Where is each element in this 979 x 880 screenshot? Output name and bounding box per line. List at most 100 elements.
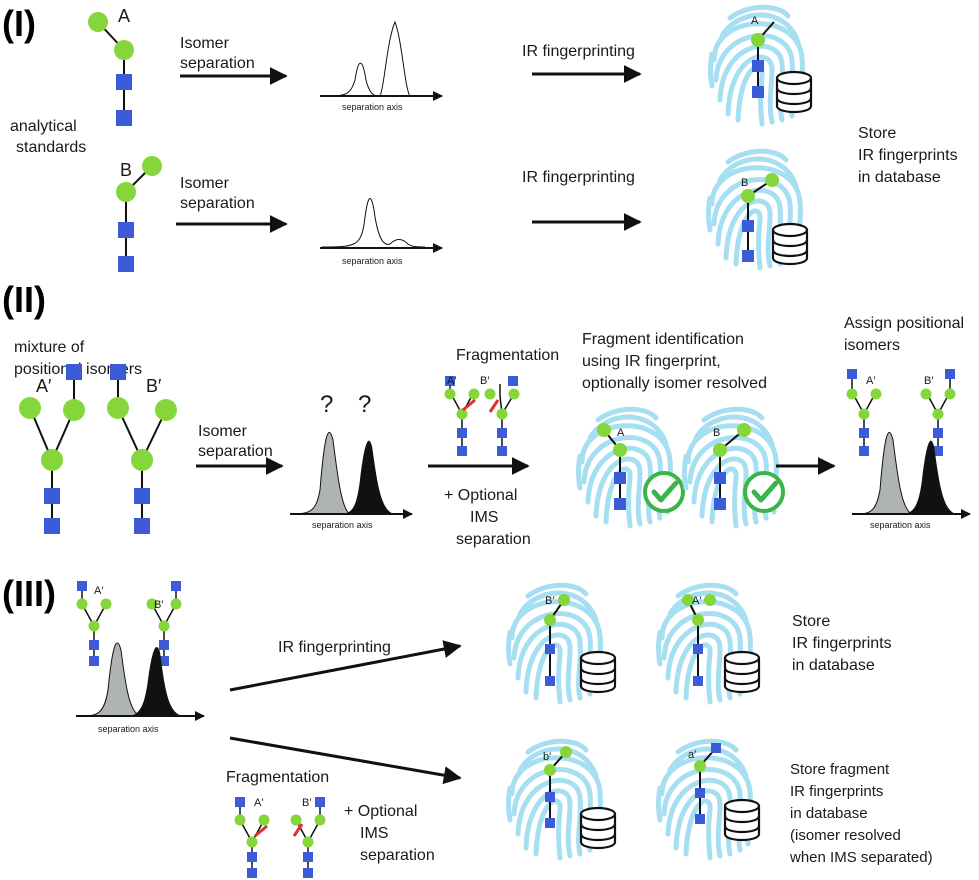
database-icon — [771, 222, 809, 266]
fragment-a-prime: A′ — [444, 375, 480, 456]
assign-b-label: B′ — [924, 375, 933, 387]
section-three-label: (III) — [2, 573, 56, 614]
optional-label-3: separation — [456, 531, 531, 548]
galactose-icon — [142, 156, 162, 176]
axis-label: separation axis — [98, 724, 159, 734]
section-three: (III) A′ B′ — [2, 573, 933, 878]
isomer-sep-label-a2: separation — [180, 55, 255, 72]
arrow-top — [229, 640, 462, 692]
section-two: (II) mixture of positional isomers A′ — [2, 279, 971, 548]
section-two-label: (II) — [2, 279, 46, 320]
store-bot-label-2: IR fingerprints — [790, 783, 883, 800]
assign-label-1: Assign positional — [844, 315, 964, 332]
frag-b-small-label: B′ — [302, 797, 311, 809]
chromatogram-a: separation axis — [320, 20, 443, 112]
fingerprint-top-2: A′ — [659, 585, 761, 702]
store-top-label-3: in database — [792, 657, 875, 674]
assign-label-2: isomers — [844, 337, 900, 354]
axis-label: separation axis — [870, 520, 931, 530]
isomer-sep-label-b1: Isomer — [180, 175, 230, 192]
assigned-b-prime: B′ — [920, 369, 956, 456]
isomer-sep-label-b2: separation — [180, 195, 255, 212]
check-icon — [645, 473, 683, 511]
database-icon — [579, 806, 617, 850]
store-bot-label-1: Store fragment — [790, 761, 890, 778]
question-mark: ? — [320, 391, 333, 418]
identification-label-3: optionally isomer resolved — [582, 375, 767, 392]
assign-a-label: A′ — [866, 375, 875, 387]
store-label-1: Store — [858, 125, 896, 142]
ir-fp-label-a: IR fingerprinting — [522, 43, 635, 60]
database-icon — [723, 650, 761, 694]
glcnac-icon — [118, 256, 134, 272]
fingerprint-id-b: B — [685, 409, 784, 526]
glycan-a-prime-label: A′ — [36, 376, 52, 396]
ir-fp-label-top: IR fingerprinting — [278, 639, 391, 656]
chromatogram-e: separation axis — [76, 642, 205, 734]
fragment-a-prime-small: A′ — [234, 797, 270, 878]
optional-label-b1: + Optional — [344, 803, 417, 820]
store-bot-label-3: in database — [790, 805, 868, 822]
glycan-a: A — [88, 6, 134, 126]
section-one-label: (I) — [2, 3, 36, 44]
fp-id-b-label: B — [713, 427, 720, 439]
fingerprint-bot-1: b′ — [509, 741, 617, 858]
galactose-icon — [114, 40, 134, 60]
optional-label-b2: IMS — [360, 825, 388, 842]
fragmentation-label-2: Fragmentation — [226, 769, 329, 786]
axis-label: separation axis — [342, 102, 403, 112]
store-bot-label-4: (isomer resolved — [790, 827, 901, 844]
glycan-a-prime-small: A′ — [76, 581, 112, 666]
section-one: (I) A analytical standards B Isomer sepa… — [2, 3, 958, 272]
ir-fp-label-b: IR fingerprinting — [522, 169, 635, 186]
fingerprint-bot-2: a′ — [659, 741, 761, 858]
store-top-label-1: Store — [792, 613, 830, 630]
fp-b-label: B — [741, 177, 748, 189]
glcnac-icon — [118, 222, 134, 238]
axis-label: separation axis — [312, 520, 373, 530]
galactose-icon — [88, 12, 108, 32]
standards-label-line1: analytical — [10, 118, 77, 135]
fp-top2-label: A′ — [692, 595, 701, 607]
fragment-b-prime-small: B′ — [290, 797, 326, 878]
fragmentation-label: Fragmentation — [456, 347, 559, 364]
fp-bot2-label: a′ — [688, 749, 696, 761]
glycan-a-prime: A′ — [19, 364, 85, 534]
chromatogram-c: ? ? separation axis — [289, 391, 413, 530]
axis-label: separation axis — [342, 256, 403, 266]
chromatogram-b: separation axis — [320, 197, 443, 266]
fp-a-label: A — [751, 15, 759, 27]
galactose-icon — [116, 182, 136, 202]
fingerprint-b: B — [709, 151, 809, 268]
glycan-b-label: B — [120, 160, 132, 180]
glcnac-icon — [116, 74, 132, 90]
optional-label-2: IMS — [470, 509, 498, 526]
glcnac-icon — [116, 110, 132, 126]
fingerprint-a: A — [711, 7, 813, 124]
isomer-sep-label-a1: Isomer — [180, 35, 230, 52]
frag-a-label: A′ — [447, 375, 456, 387]
identification-label-2: using IR fingerprint, — [582, 353, 721, 370]
arrow-bottom — [229, 736, 462, 785]
glycan-b-prime-label: B′ — [146, 376, 162, 396]
question-mark: ? — [358, 391, 371, 418]
database-icon — [775, 70, 813, 114]
glycan-a-label: A — [118, 6, 130, 26]
glycan-b-prime: B′ — [107, 364, 177, 534]
check-icon — [745, 473, 783, 511]
standards-label-line2: standards — [16, 139, 86, 156]
store-label-2: IR fingerprints — [858, 147, 958, 164]
fingerprint-id-a: A — [579, 409, 684, 526]
database-icon — [723, 798, 761, 842]
assigned-a-prime: A′ — [846, 369, 882, 456]
fp-bot1-label: b′ — [543, 751, 551, 763]
chromatogram-d: separation axis — [852, 432, 971, 530]
fp-id-a-label: A — [617, 427, 625, 439]
database-icon — [579, 650, 617, 694]
glycan-b: B — [116, 156, 162, 272]
glycan-b-prime-small: B′ — [146, 581, 182, 666]
store-label-3: in database — [858, 169, 941, 186]
fingerprint-top-1: B′ — [509, 585, 617, 702]
identification-label-1: Fragment identification — [582, 331, 744, 348]
